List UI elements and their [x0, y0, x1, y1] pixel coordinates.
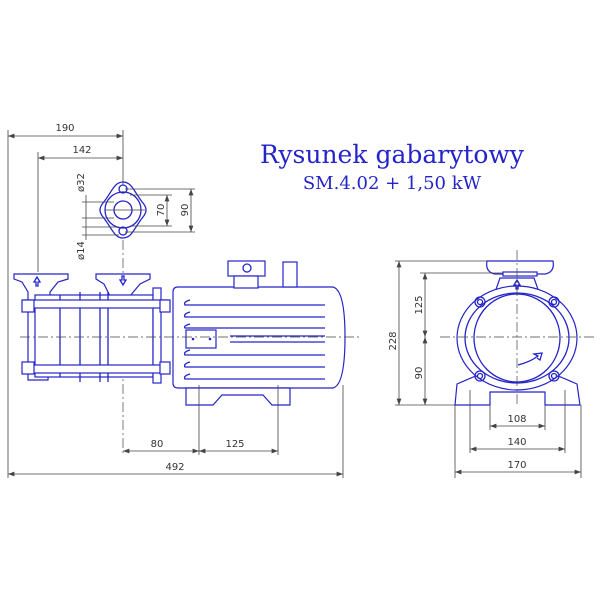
svg-text:140: 140 [507, 437, 526, 448]
dimension-125-feet: 125 [199, 439, 278, 454]
svg-text:228: 228 [388, 331, 399, 350]
dimension-228: 228 [388, 261, 402, 405]
dimension-108: 108 [490, 414, 545, 429]
svg-text:90: 90 [414, 367, 425, 380]
dimension-flange-hole: ø14 [76, 225, 119, 260]
svg-text:90: 90 [180, 204, 191, 217]
dimension-190: 190 [8, 123, 123, 139]
dimension-492: 492 [8, 462, 343, 477]
dimension-flange-bore: ø32 [76, 173, 114, 225]
svg-text:125: 125 [414, 295, 425, 314]
svg-text:70: 70 [156, 204, 167, 217]
dimension-142: 142 [38, 145, 123, 161]
svg-text:ø32: ø32 [76, 173, 87, 192]
flange-top-view [99, 181, 147, 239]
dimension-125-outlet: 125 [414, 273, 428, 337]
dimension-90-flange: 90 [125, 188, 195, 233]
motor-side-view [172, 260, 346, 406]
svg-text:108: 108 [507, 414, 526, 425]
svg-text:190: 190 [55, 123, 74, 134]
dimension-140: 140 [470, 437, 565, 452]
svg-text:142: 142 [72, 145, 91, 156]
dimension-90-axis: 90 [414, 337, 428, 405]
svg-text:125: 125 [225, 439, 244, 450]
title-line2: SM.4.02 + 1,50 kW [303, 173, 482, 194]
svg-text:80: 80 [151, 439, 164, 450]
pump-side-view [13, 273, 171, 384]
dimension-80: 80 [123, 439, 199, 454]
dimension-170: 170 [455, 460, 581, 475]
svg-text:170: 170 [507, 460, 526, 471]
svg-text:ø14: ø14 [76, 241, 87, 260]
pump-front-view [454, 260, 581, 406]
dimension-70: 70 [130, 194, 172, 227]
title-line1: Rysunek gabarytowy [260, 140, 525, 169]
svg-text:492: 492 [165, 462, 184, 473]
